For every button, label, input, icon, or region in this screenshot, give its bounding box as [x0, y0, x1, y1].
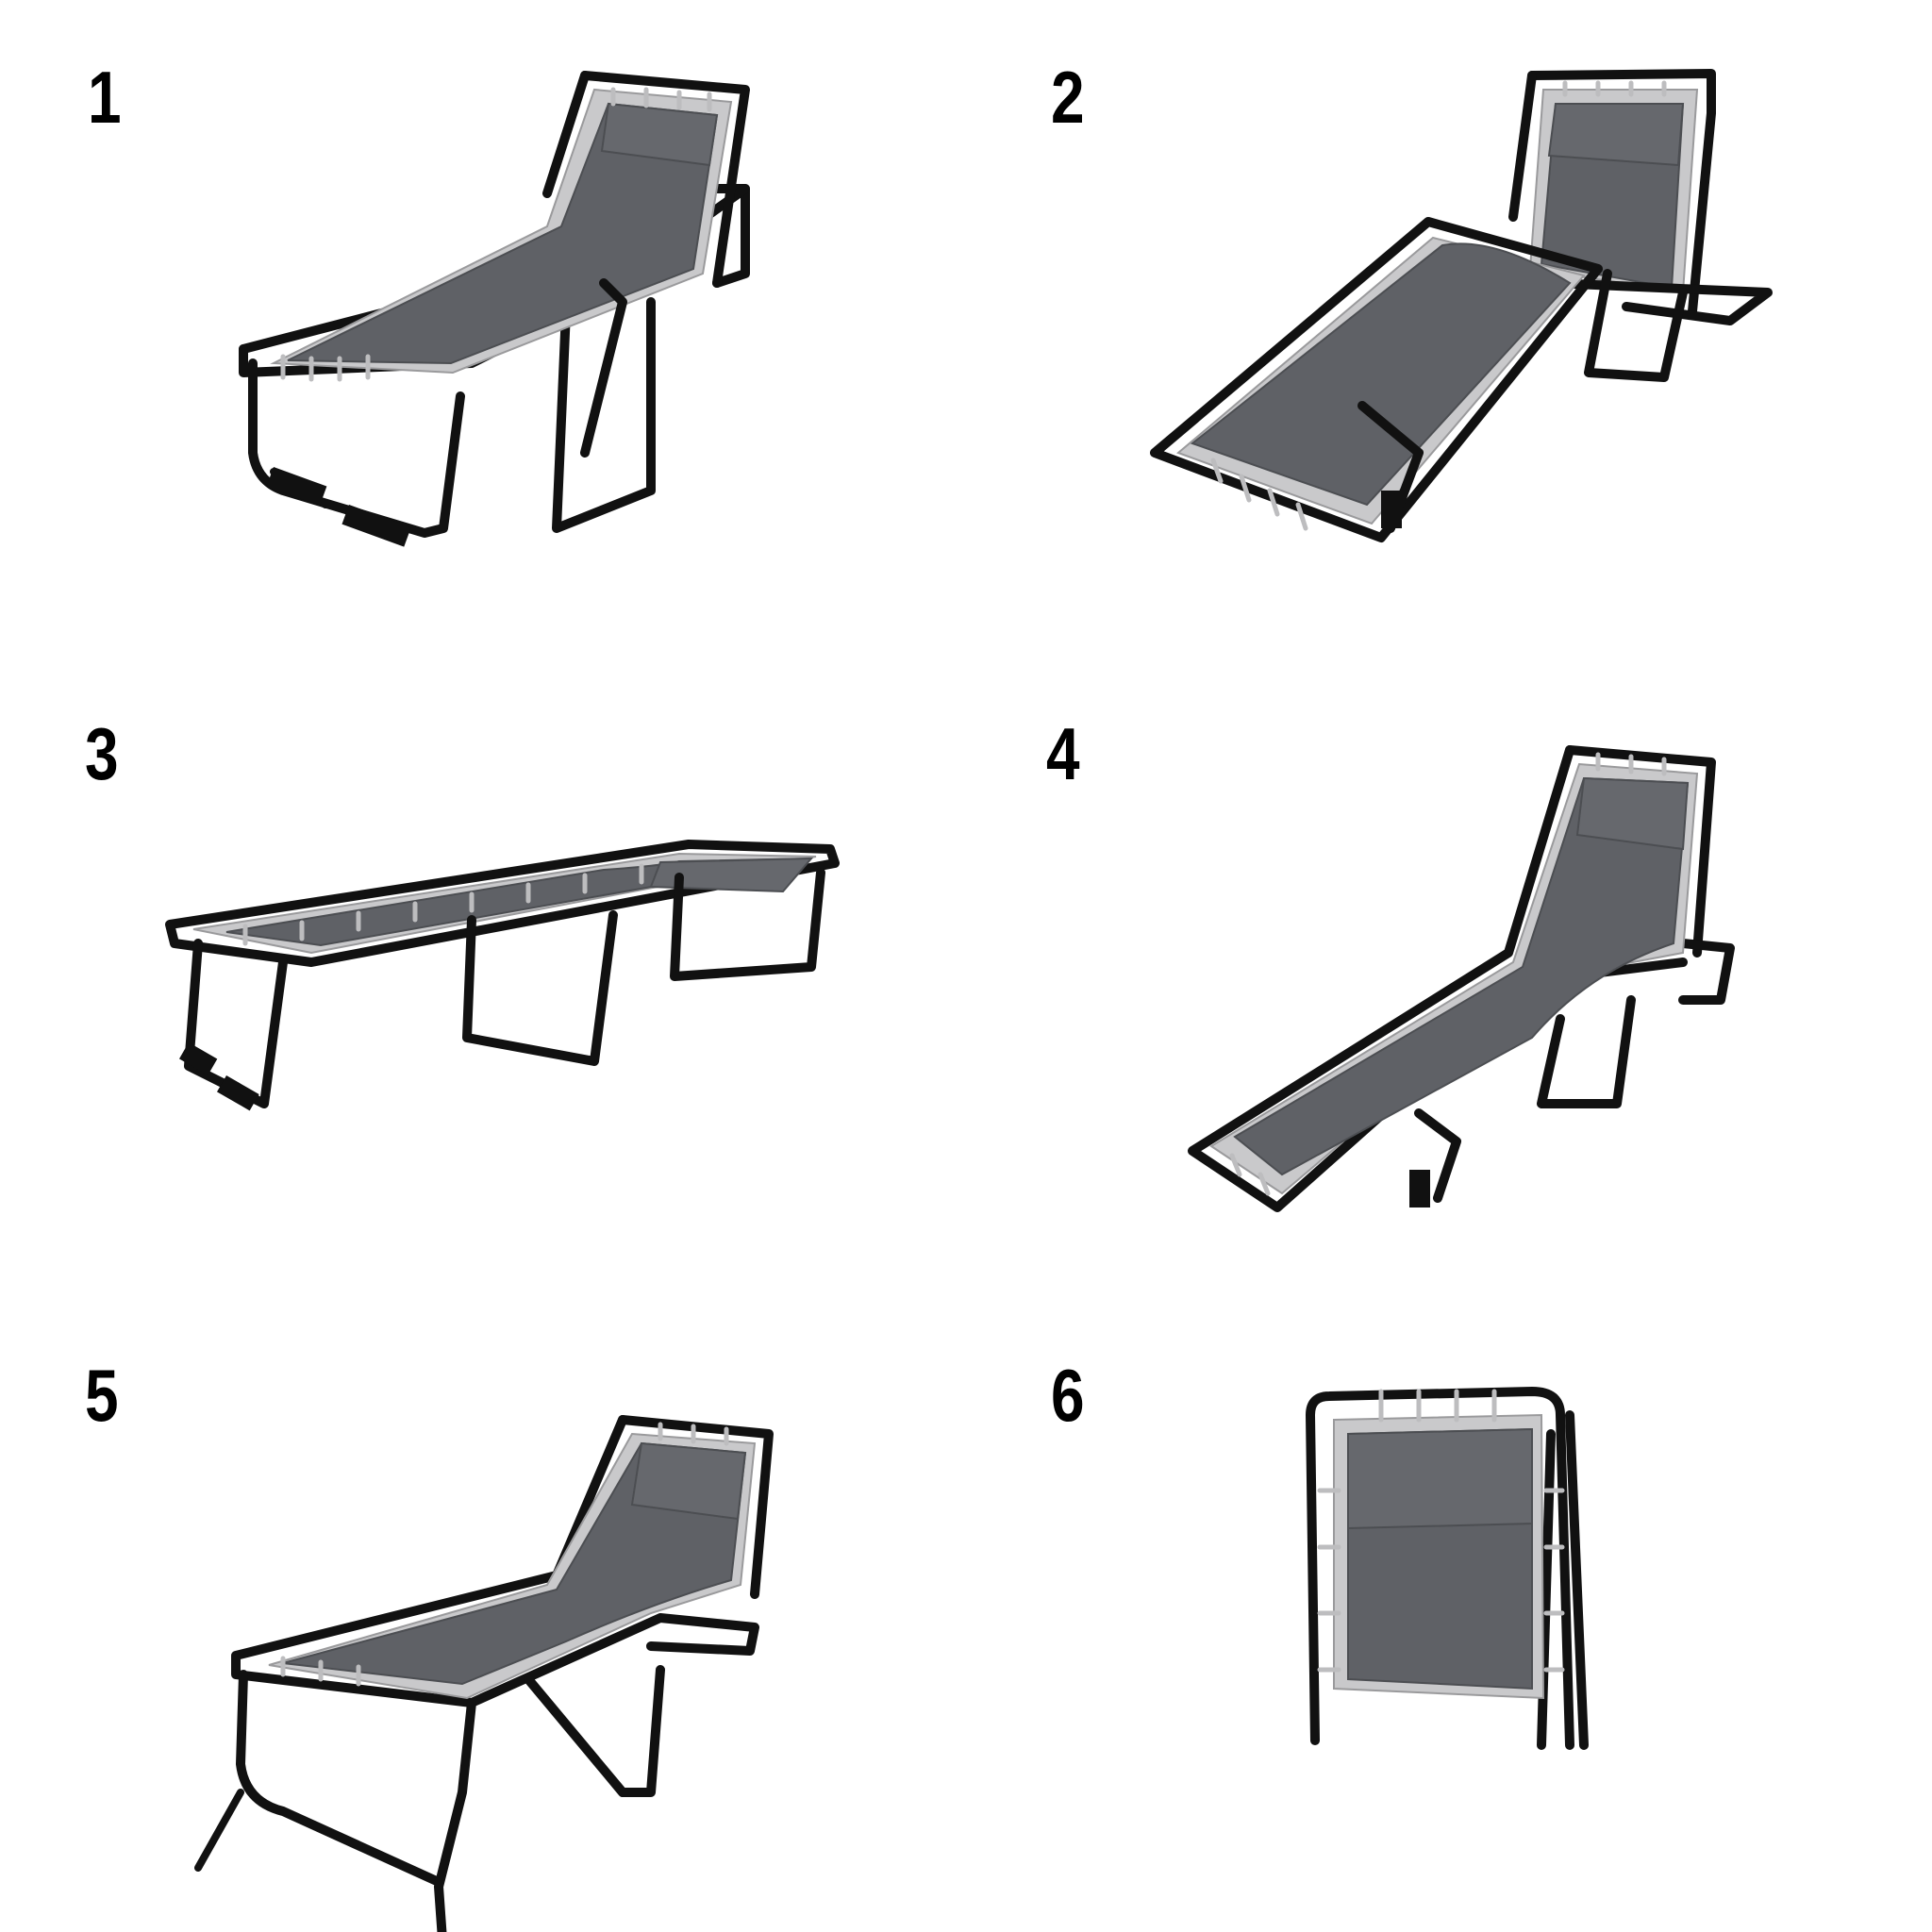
panel-3: 3 — [0, 660, 966, 1311]
lounger-foot-raised-image — [1150, 69, 1773, 542]
springs — [242, 863, 644, 946]
panel-5: 5 — [0, 1302, 966, 1932]
springs — [1210, 80, 1667, 531]
lounger-reclined-image — [239, 71, 750, 547]
lounger-curved-recline-image — [1188, 745, 1735, 1212]
panel-6: 6 — [966, 1302, 1932, 1932]
step-number: 3 — [85, 712, 119, 795]
lounger-folded-image — [1306, 1387, 1589, 1750]
springs — [1229, 752, 1667, 1196]
springs — [280, 1422, 729, 1687]
springs — [280, 87, 712, 382]
step-number: 5 — [85, 1354, 119, 1437]
panel-2: 2 — [966, 0, 1932, 651]
springs — [1317, 1389, 1565, 1673]
step-number: 4 — [1046, 712, 1080, 795]
step-number: 1 — [88, 56, 122, 139]
step-number: 2 — [1051, 56, 1085, 139]
step-number: 6 — [1051, 1354, 1085, 1437]
lounger-flat-image — [165, 840, 840, 1111]
panel-1: 1 — [0, 0, 966, 651]
panel-4: 4 — [966, 660, 1932, 1311]
lounger-splayed-legs-image — [194, 1415, 774, 1932]
